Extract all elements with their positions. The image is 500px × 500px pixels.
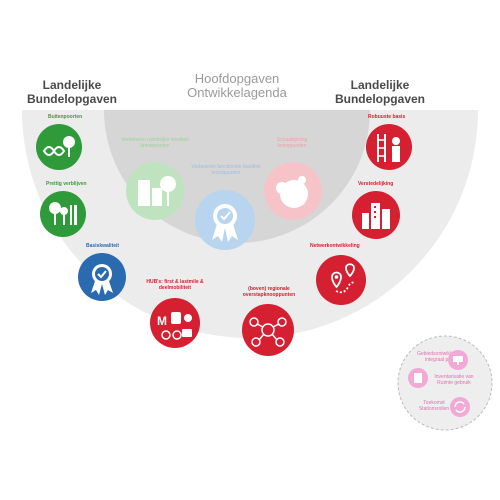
infinity-tree-icon <box>42 136 75 157</box>
label-ruimtelijke-kwaliteit: Verbeteren ruimtelijke kwaliteit knooppu… <box>121 137 189 149</box>
side-item-2-circle[interactable] <box>408 368 428 388</box>
buildings-tree-icon <box>138 176 176 206</box>
buitenpoorten-circle[interactable] <box>36 124 82 170</box>
quality-badge-icon <box>91 264 113 295</box>
globe-growth-icon <box>276 176 308 208</box>
functionele-kwaliteit-circle[interactable] <box>195 190 255 250</box>
label-overstapknooppunten: (boven) regionale overstapknooppunten <box>242 286 296 298</box>
label-side-item-2: Inventarisatie van Ruimte gebruik <box>434 374 474 386</box>
heading-center: Hoofdopgaven Ontwikkelagenda <box>187 71 287 100</box>
hubs-circle[interactable]: M <box>150 298 200 348</box>
heading-right: Landelijke Bundelopgaven <box>334 78 425 106</box>
label-buitenpoorten: Buitenpoorten <box>48 114 83 120</box>
label-hubs: HUB's: first & lastmile & deelmobiliteit <box>146 279 204 291</box>
trees-cutlery-icon <box>49 202 77 225</box>
document-icon <box>414 373 422 383</box>
label-basiskwaliteit: Basiskwaliteit <box>86 243 120 249</box>
transfer-hub-icon <box>249 317 287 347</box>
verstedelijking-circle[interactable] <box>352 191 400 239</box>
worker-ladder-icon <box>377 134 400 162</box>
basiskwaliteit-circle[interactable] <box>78 253 126 301</box>
label-side-item-3: Toekomst Stationsrollen <box>418 400 450 412</box>
side-item-3-circle[interactable] <box>450 397 470 417</box>
heading-left: Landelijke Bundelopgaven <box>26 78 117 106</box>
label-functionele-kwaliteit: Verbeteren functionele kwaliteit knooppu… <box>191 164 261 176</box>
label-robuuste-basis: Robuuste basis <box>368 114 406 120</box>
robuuste-basis-circle[interactable] <box>366 124 412 170</box>
route-pins-icon <box>331 263 356 294</box>
side-item-1-circle[interactable] <box>448 350 468 370</box>
svg-text:M: M <box>157 314 167 328</box>
label-schaalsprong: Schaalsprong knooppunten <box>276 137 308 149</box>
monitor-icon <box>453 356 463 365</box>
label-verstedelijking: Verstedelijking <box>358 181 394 187</box>
city-icon <box>362 203 390 229</box>
cycle-icon <box>454 401 466 413</box>
quality-badge-icon <box>212 204 238 242</box>
schaalsprong-circle[interactable] <box>264 162 322 220</box>
label-prettig-verblijven: Prettig verblijven <box>46 181 87 187</box>
prettig-verblijven-circle[interactable] <box>40 191 86 237</box>
mobility-icon: M <box>157 312 192 340</box>
netwerkontwikkeling-circle[interactable] <box>316 255 366 305</box>
ruimtelijke-kwaliteit-circle[interactable] <box>126 162 184 220</box>
label-netwerkontwikkeling: Netwerkontwikkeling <box>310 243 360 249</box>
label-side-item-1: Gebiedsontwikkeling integraal plan <box>417 351 463 363</box>
overstapknooppunten-circle[interactable] <box>242 304 294 356</box>
